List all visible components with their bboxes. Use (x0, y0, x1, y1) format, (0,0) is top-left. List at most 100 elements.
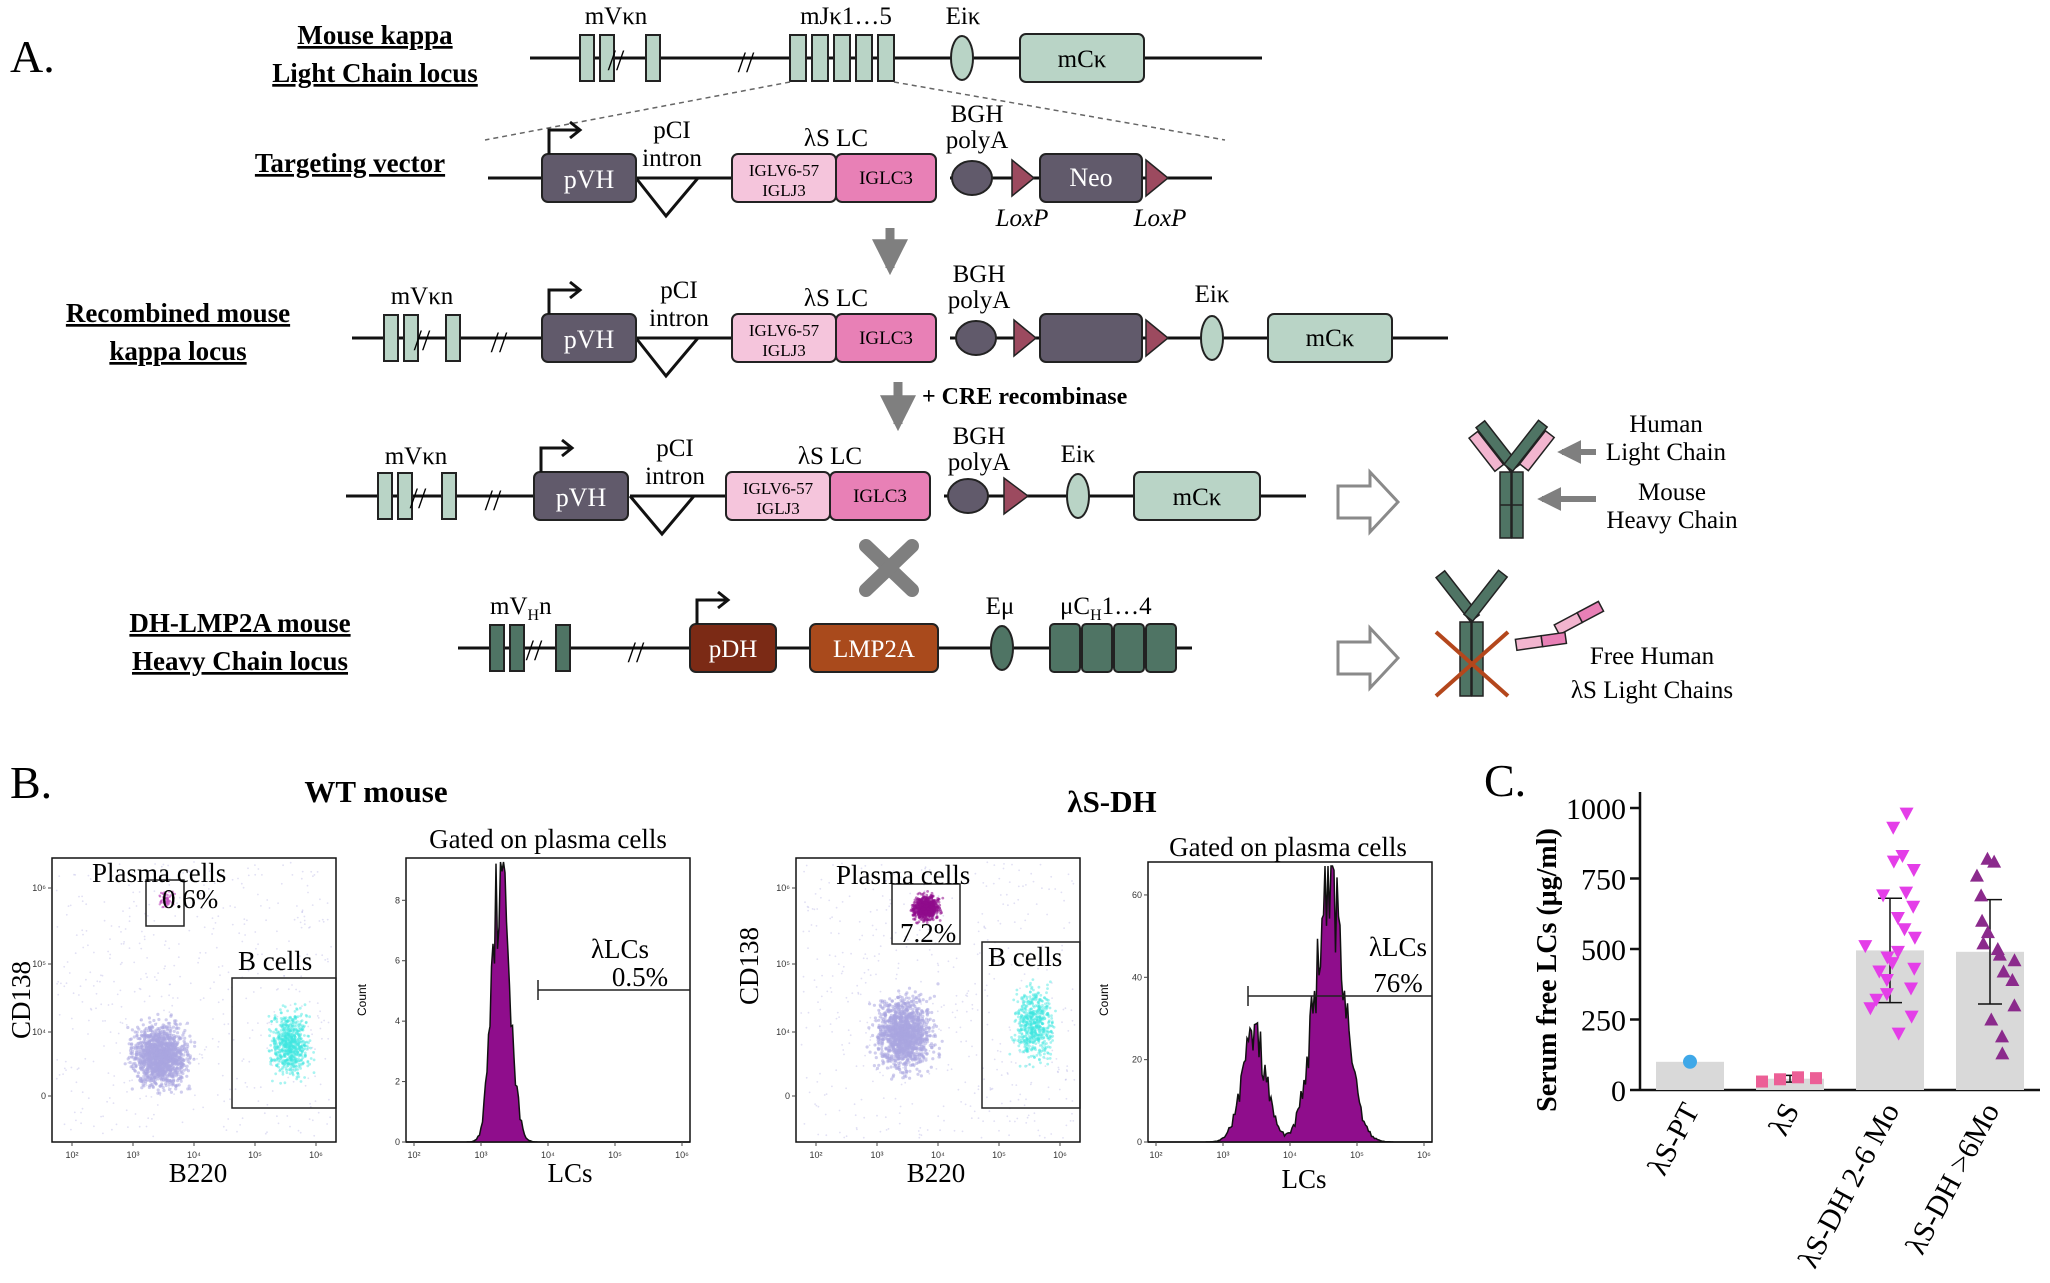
data-point (1899, 886, 1914, 900)
data-point (2005, 973, 2020, 987)
label-lmp2a: LMP2A (833, 636, 915, 663)
row-recombined: Recombined mouse kappa locus // // mVκn … (66, 261, 1448, 379)
label-mVkn-1: mVκn (585, 3, 648, 30)
svg-text://: // (491, 326, 508, 359)
data-point (1895, 849, 1910, 863)
tick-label: 10⁶ (32, 883, 46, 893)
tick-label: 10⁴ (776, 1027, 790, 1037)
row-mouse-kappa: Mouse kappa Light Chain locus // // mVκn… (272, 3, 1262, 141)
svg-text://: // (485, 484, 502, 517)
label-iglc3-2: IGLC3 (859, 328, 913, 349)
ls-hist-area (1148, 865, 1432, 1143)
tick-label: 8 (395, 895, 400, 905)
y-tick-label: 0 (1611, 1075, 1626, 1108)
mouse-kappa-title-1: Mouse kappa (297, 20, 453, 50)
ls-bcells-label: B cells (988, 942, 1062, 972)
wt-hist-title: Gated on plasma cells (429, 824, 667, 854)
tick-label: 10⁴ (32, 1027, 46, 1037)
data-point (1890, 945, 1905, 959)
label-bgh-1a: BGH (951, 101, 1004, 128)
wt-hist-area (406, 861, 690, 1143)
ls-plasma-pct: 7.2% (900, 918, 956, 948)
label-igl-1b: IGLJ3 (762, 181, 805, 200)
label-bgh-3b: polyA (948, 449, 1011, 476)
tick-label: 10³ (1216, 1150, 1229, 1160)
ls-hist-gate-pct: 76% (1373, 968, 1423, 998)
label-mCk-3: mCκ (1173, 484, 1222, 511)
svg-text://: // (526, 634, 543, 667)
label-bgh-1b: polyA (946, 127, 1009, 154)
label-igl-2a: IGLV6-57 (749, 321, 820, 340)
wt-title: WT mouse (304, 774, 447, 809)
data-point (1885, 957, 1900, 971)
row-after-cre: // // mVκn pVH pCI intron IGLV6-57 IGLJ3… (346, 423, 1306, 537)
label-iglc3-1: IGLC3 (859, 168, 913, 189)
label-lambdaS-3: λS LC (798, 443, 862, 470)
tick-label: 10² (809, 1150, 822, 1160)
label-igl-3b: IGLJ3 (756, 499, 799, 518)
data-point (1683, 1054, 1697, 1069)
tick-label: 2 (395, 1077, 400, 1087)
tick-label: 20 (1132, 1055, 1142, 1065)
antibody-icon-complete (1467, 419, 1596, 539)
ls-title: λS-DH (1067, 784, 1156, 819)
data-point (1858, 940, 1873, 954)
tick-label: 10⁶ (1417, 1150, 1431, 1160)
label-igl-2b: IGLJ3 (762, 341, 805, 360)
label-free-2: λS Light Chains (1571, 677, 1733, 704)
data-point (1810, 1072, 1822, 1085)
tick-label: 4 (395, 1016, 400, 1026)
ls-xlabel: B220 (907, 1158, 966, 1188)
data-point (1980, 925, 1995, 939)
label-mVkn-3: mVκn (385, 443, 448, 470)
ls-plasma-label: Plasma cells (836, 860, 970, 890)
tick-label: 10⁵ (992, 1150, 1006, 1160)
label-cre: + CRE recombinase (922, 384, 1128, 410)
data-point (1995, 1046, 2010, 1060)
label-pVH-1: pVH (564, 165, 615, 194)
tick-label: 10² (65, 1150, 78, 1160)
svg-text://: // (410, 482, 427, 515)
data-point (1774, 1073, 1786, 1086)
data-point (1969, 868, 1984, 882)
data-point (1987, 854, 2002, 868)
ls-hist-ylabel: Count (1097, 983, 1111, 1016)
y-tick-label: 750 (1581, 864, 1626, 897)
wt-xlabel: B220 (169, 1158, 228, 1188)
tick-label: 10² (1149, 1150, 1162, 1160)
ls-hist-title: Gated on plasma cells (1169, 832, 1407, 862)
wt-hist-xlabel: LCs (547, 1158, 592, 1188)
cross-icon (859, 539, 919, 597)
label-mCk-2: mCκ (1306, 325, 1355, 352)
category-label: λS (1762, 1098, 1806, 1141)
tick-label: 10³ (474, 1150, 487, 1160)
wt-plasma-pct: 0.6% (162, 884, 218, 914)
ls-hist-xlabel: LCs (1281, 1164, 1326, 1194)
data-point (1872, 965, 1887, 979)
label-pDH: pDH (709, 636, 758, 663)
data-point (1992, 947, 2007, 961)
tick-label: 0 (41, 1091, 46, 1101)
y-tick-label: 250 (1581, 1005, 1626, 1038)
label-loxp-2: LoxP (1133, 205, 1187, 232)
panel-label-a: A. (10, 31, 55, 82)
category-label: λS-DH >6Mo (1899, 1098, 2006, 1260)
data-point (1879, 988, 1894, 1002)
label-igl-1a: IGLV6-57 (749, 161, 820, 180)
data-point (1995, 1029, 2010, 1043)
label-Eik-3: Eiκ (1061, 441, 1096, 468)
hollow-arrow-1 (1336, 468, 1401, 536)
label-emu: Eμ (986, 593, 1015, 620)
label-loxp-1: LoxP (995, 205, 1049, 232)
data-point (1863, 1002, 1878, 1016)
wt-dot-plot: Plasma cells 0.6% B cells CD138 B220 10²… (6, 857, 337, 1188)
wt-plasma-label: Plasma cells (92, 858, 226, 888)
wt-hist-ylabel: Count (355, 983, 369, 1016)
dh-title-1: DH-LMP2A mouse (129, 608, 350, 638)
data-point (1897, 923, 1912, 937)
data-point (1975, 913, 1990, 927)
label-bgh-3a: BGH (953, 423, 1006, 450)
tick-label: 10³ (870, 1150, 883, 1160)
wt-hist-gate-label: λLCs (591, 934, 649, 964)
bar (1756, 1078, 1824, 1090)
